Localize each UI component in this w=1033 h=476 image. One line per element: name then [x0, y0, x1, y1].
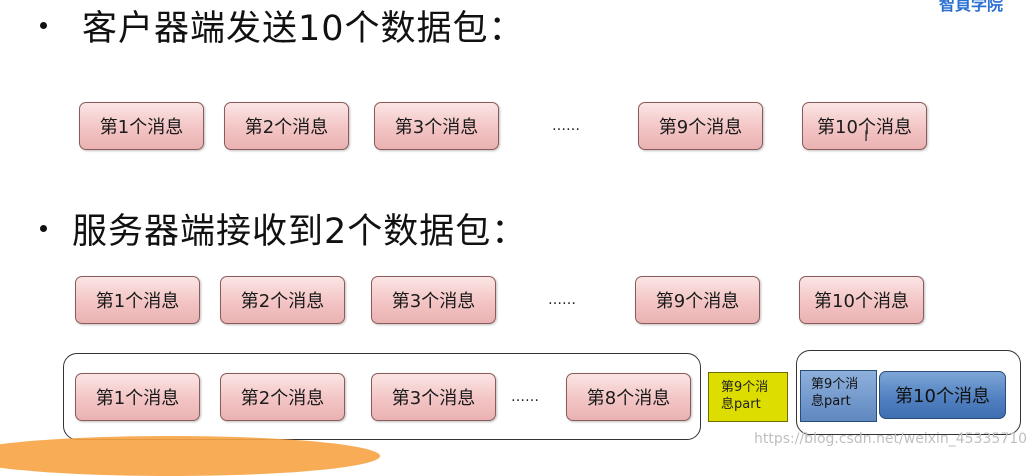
- packet1-message-3: 第3个消息: [371, 373, 496, 421]
- part-blue-line1: 第9个消: [811, 377, 859, 392]
- packet2-message-10: 第10个消息: [879, 371, 1006, 419]
- server-message-10: 第10个消息: [799, 276, 924, 324]
- part-blue-line2: 息part: [811, 394, 851, 409]
- server-message-1: 第1个消息: [75, 276, 200, 324]
- part-yellow-line2: 息part: [721, 397, 761, 412]
- client-message-2: 第2个消息: [224, 102, 349, 150]
- client-message-9: 第9个消息: [638, 102, 763, 150]
- packet-group-2: [796, 350, 1021, 435]
- client-message-10: 第10个消息: [802, 102, 927, 150]
- packet1-message-2: 第2个消息: [220, 373, 345, 421]
- section2-title: 服务器端接收到2个数据包：: [72, 212, 528, 252]
- message-9-part-yellow: 第9个消 息part: [708, 372, 788, 422]
- brand-logo: 智頁学院: [938, 0, 1003, 14]
- part-yellow-line1: 第9个消: [721, 380, 769, 395]
- server-ellipsis: ……: [548, 292, 576, 308]
- packet1-ellipsis: ……: [511, 389, 539, 405]
- client-ellipsis: ……: [552, 118, 580, 134]
- client-message-3: 第3个消息: [374, 102, 499, 150]
- server-message-2: 第2个消息: [220, 276, 345, 324]
- bullet-dot: [40, 225, 47, 232]
- packet-group-1: [63, 353, 701, 440]
- packet1-message-8: 第8个消息: [566, 373, 691, 421]
- decorative-swoosh: [0, 436, 380, 476]
- bullet-dot: [40, 22, 47, 29]
- packet1-message-1: 第1个消息: [75, 373, 200, 421]
- client-message-1: 第1个消息: [79, 102, 204, 150]
- server-message-3: 第3个消息: [371, 276, 496, 324]
- server-message-9: 第9个消息: [635, 276, 760, 324]
- message-9-part-blue: 第9个消 息part: [800, 370, 877, 422]
- section1-title: 客户器端发送10个数据包：: [82, 9, 525, 49]
- watermark: https://blog.csdn.net/weixin_45335710: [754, 431, 1028, 447]
- text-cursor-icon: I: [864, 129, 869, 145]
